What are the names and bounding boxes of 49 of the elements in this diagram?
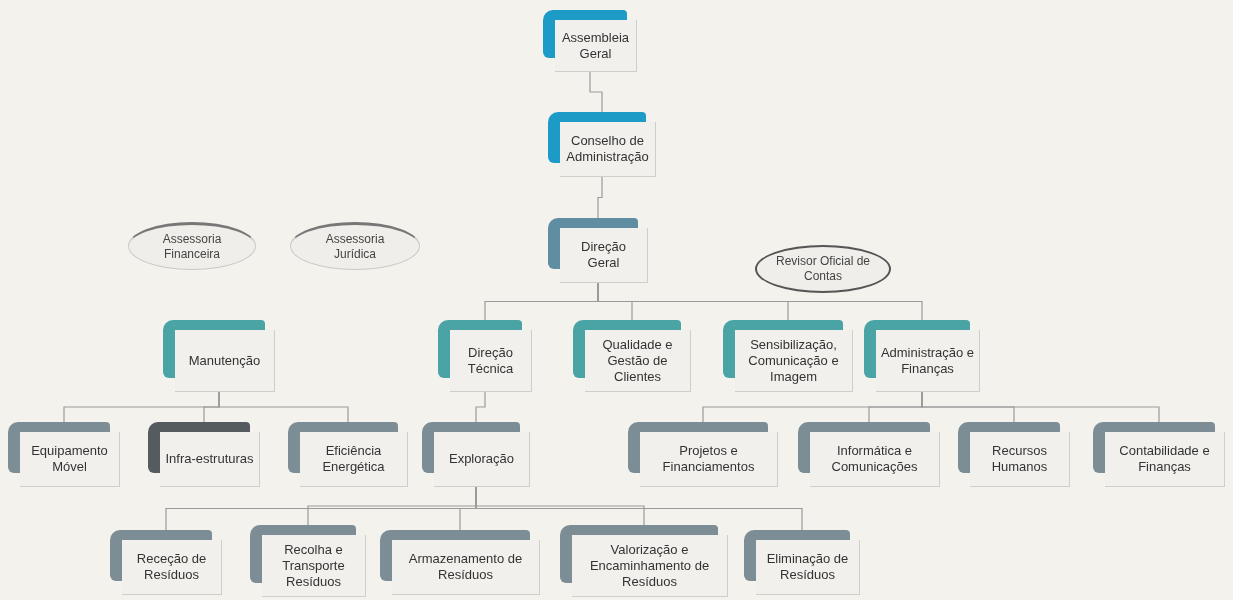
node-label: Armazenamento de Resíduos [407, 551, 524, 583]
node-label: Conselho de Administração [565, 133, 650, 165]
org-unit-box [380, 530, 540, 595]
org-unit-box [438, 320, 532, 392]
node-label: Infra-estruturas [165, 451, 254, 467]
node-label: Recursos Humanos [990, 443, 1049, 475]
node-label: Direção Geral [580, 239, 627, 271]
node-label: Recolha e Transporte Resíduos [281, 541, 346, 590]
node-label: Valorização e Encaminhamento de Resíduos [588, 541, 711, 590]
org-unit-box [864, 320, 980, 392]
org-unit-box [560, 525, 728, 597]
connector-line [475, 391, 486, 423]
node-label: Equipamento Móvel [30, 443, 109, 475]
node-label: Informática e Comunicações [830, 443, 919, 475]
org-unit-box [110, 530, 222, 595]
connector-line [589, 71, 603, 113]
org-unit-box [148, 422, 260, 487]
node-label: Eficiência Energética [321, 443, 386, 475]
node-label: Exploração [448, 451, 514, 467]
org-unit-box [723, 320, 853, 392]
node-label: Administração e Finanças [880, 344, 975, 377]
connector-line [218, 391, 349, 423]
node-label: Qualidade e Gestão de Clientes [601, 336, 674, 385]
node-label: Assessoria Jurídica [324, 232, 386, 262]
org-unit-box [548, 218, 648, 283]
connector-line [597, 176, 603, 219]
org-unit-box [744, 530, 860, 595]
org-unit-box [543, 10, 637, 72]
node-label: Assembleia Geral [560, 29, 631, 62]
org-unit-box [573, 320, 691, 392]
org-unit-box [250, 525, 366, 597]
node-label: Direção Técnica [466, 344, 515, 377]
org-unit-box [798, 422, 940, 487]
node-label: Revisor Oficial de Contas [775, 254, 871, 284]
node-label: Assessoria Financeira [161, 232, 223, 262]
org-unit-box [8, 422, 120, 487]
node-label: Contabilidade e Finanças [1118, 443, 1211, 475]
org-unit-box [288, 422, 408, 487]
node-label: Receção de Resíduos [135, 551, 208, 583]
node-label: Eliminação de Resíduos [765, 551, 850, 583]
node-label: Sensibilização, Comunicação e Imagem [747, 336, 840, 385]
node-label: Projetos e Financiamentos [661, 443, 756, 475]
org-unit-box [548, 112, 656, 177]
org-unit-box [422, 422, 530, 487]
node-label: Manutenção [188, 352, 261, 369]
org-unit-box [628, 422, 778, 487]
org-unit-box [1093, 422, 1225, 487]
org-unit-box [163, 320, 275, 392]
org-unit-box [958, 422, 1070, 487]
